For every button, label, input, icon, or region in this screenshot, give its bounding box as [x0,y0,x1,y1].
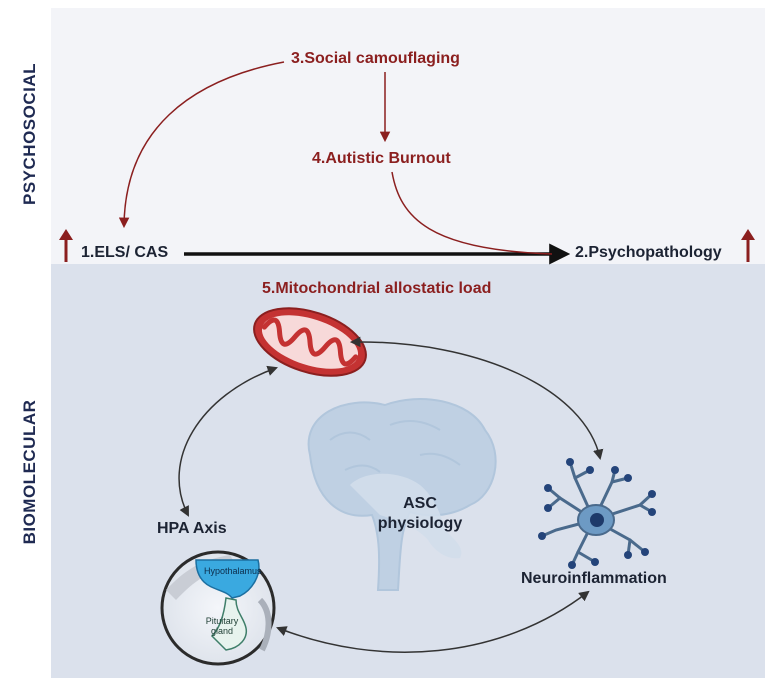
burnout-to-psychopathology-arrow [391,171,553,255]
node-asc-physiology: ASC physiology [377,495,463,532]
node-neuroinflammation: Neuroinflammation [521,570,667,587]
psychosocial-panel [51,8,765,264]
hpa-mitochondria-arrow [178,365,278,517]
increase-arrow-right [741,229,755,262]
node-hpa-axis: HPA Axis [157,520,227,537]
mitochondria-neuroinflammation-arrow [349,336,604,461]
hpa-lens [160,550,276,666]
node-autistic-burnout: 4.Autistic Burnout [312,150,451,167]
increase-arrow-left [59,229,73,262]
neuron-nucleus [590,513,604,527]
camouflaging-to-els-arrow [118,61,285,229]
node-els-cas: 1.ELS/ CAS [81,244,169,261]
hpa-neuroinflammation-arrow [276,590,590,653]
mitochondria-icon [253,307,367,377]
hypothalamus-label: Hypothalamus [204,566,262,576]
node-psychopathology: 2.Psychopathology [575,244,722,261]
pituitary-label: Pituitary gland [205,616,239,636]
node-mitochondrial-load: 5.Mitochondrial allostatic load [262,280,492,297]
pituitary-shape [210,597,248,651]
neuron-nodes [538,458,656,569]
node-social-camouflaging: 3.Social camouflaging [291,50,460,67]
hypothalamus-shape [195,559,260,599]
